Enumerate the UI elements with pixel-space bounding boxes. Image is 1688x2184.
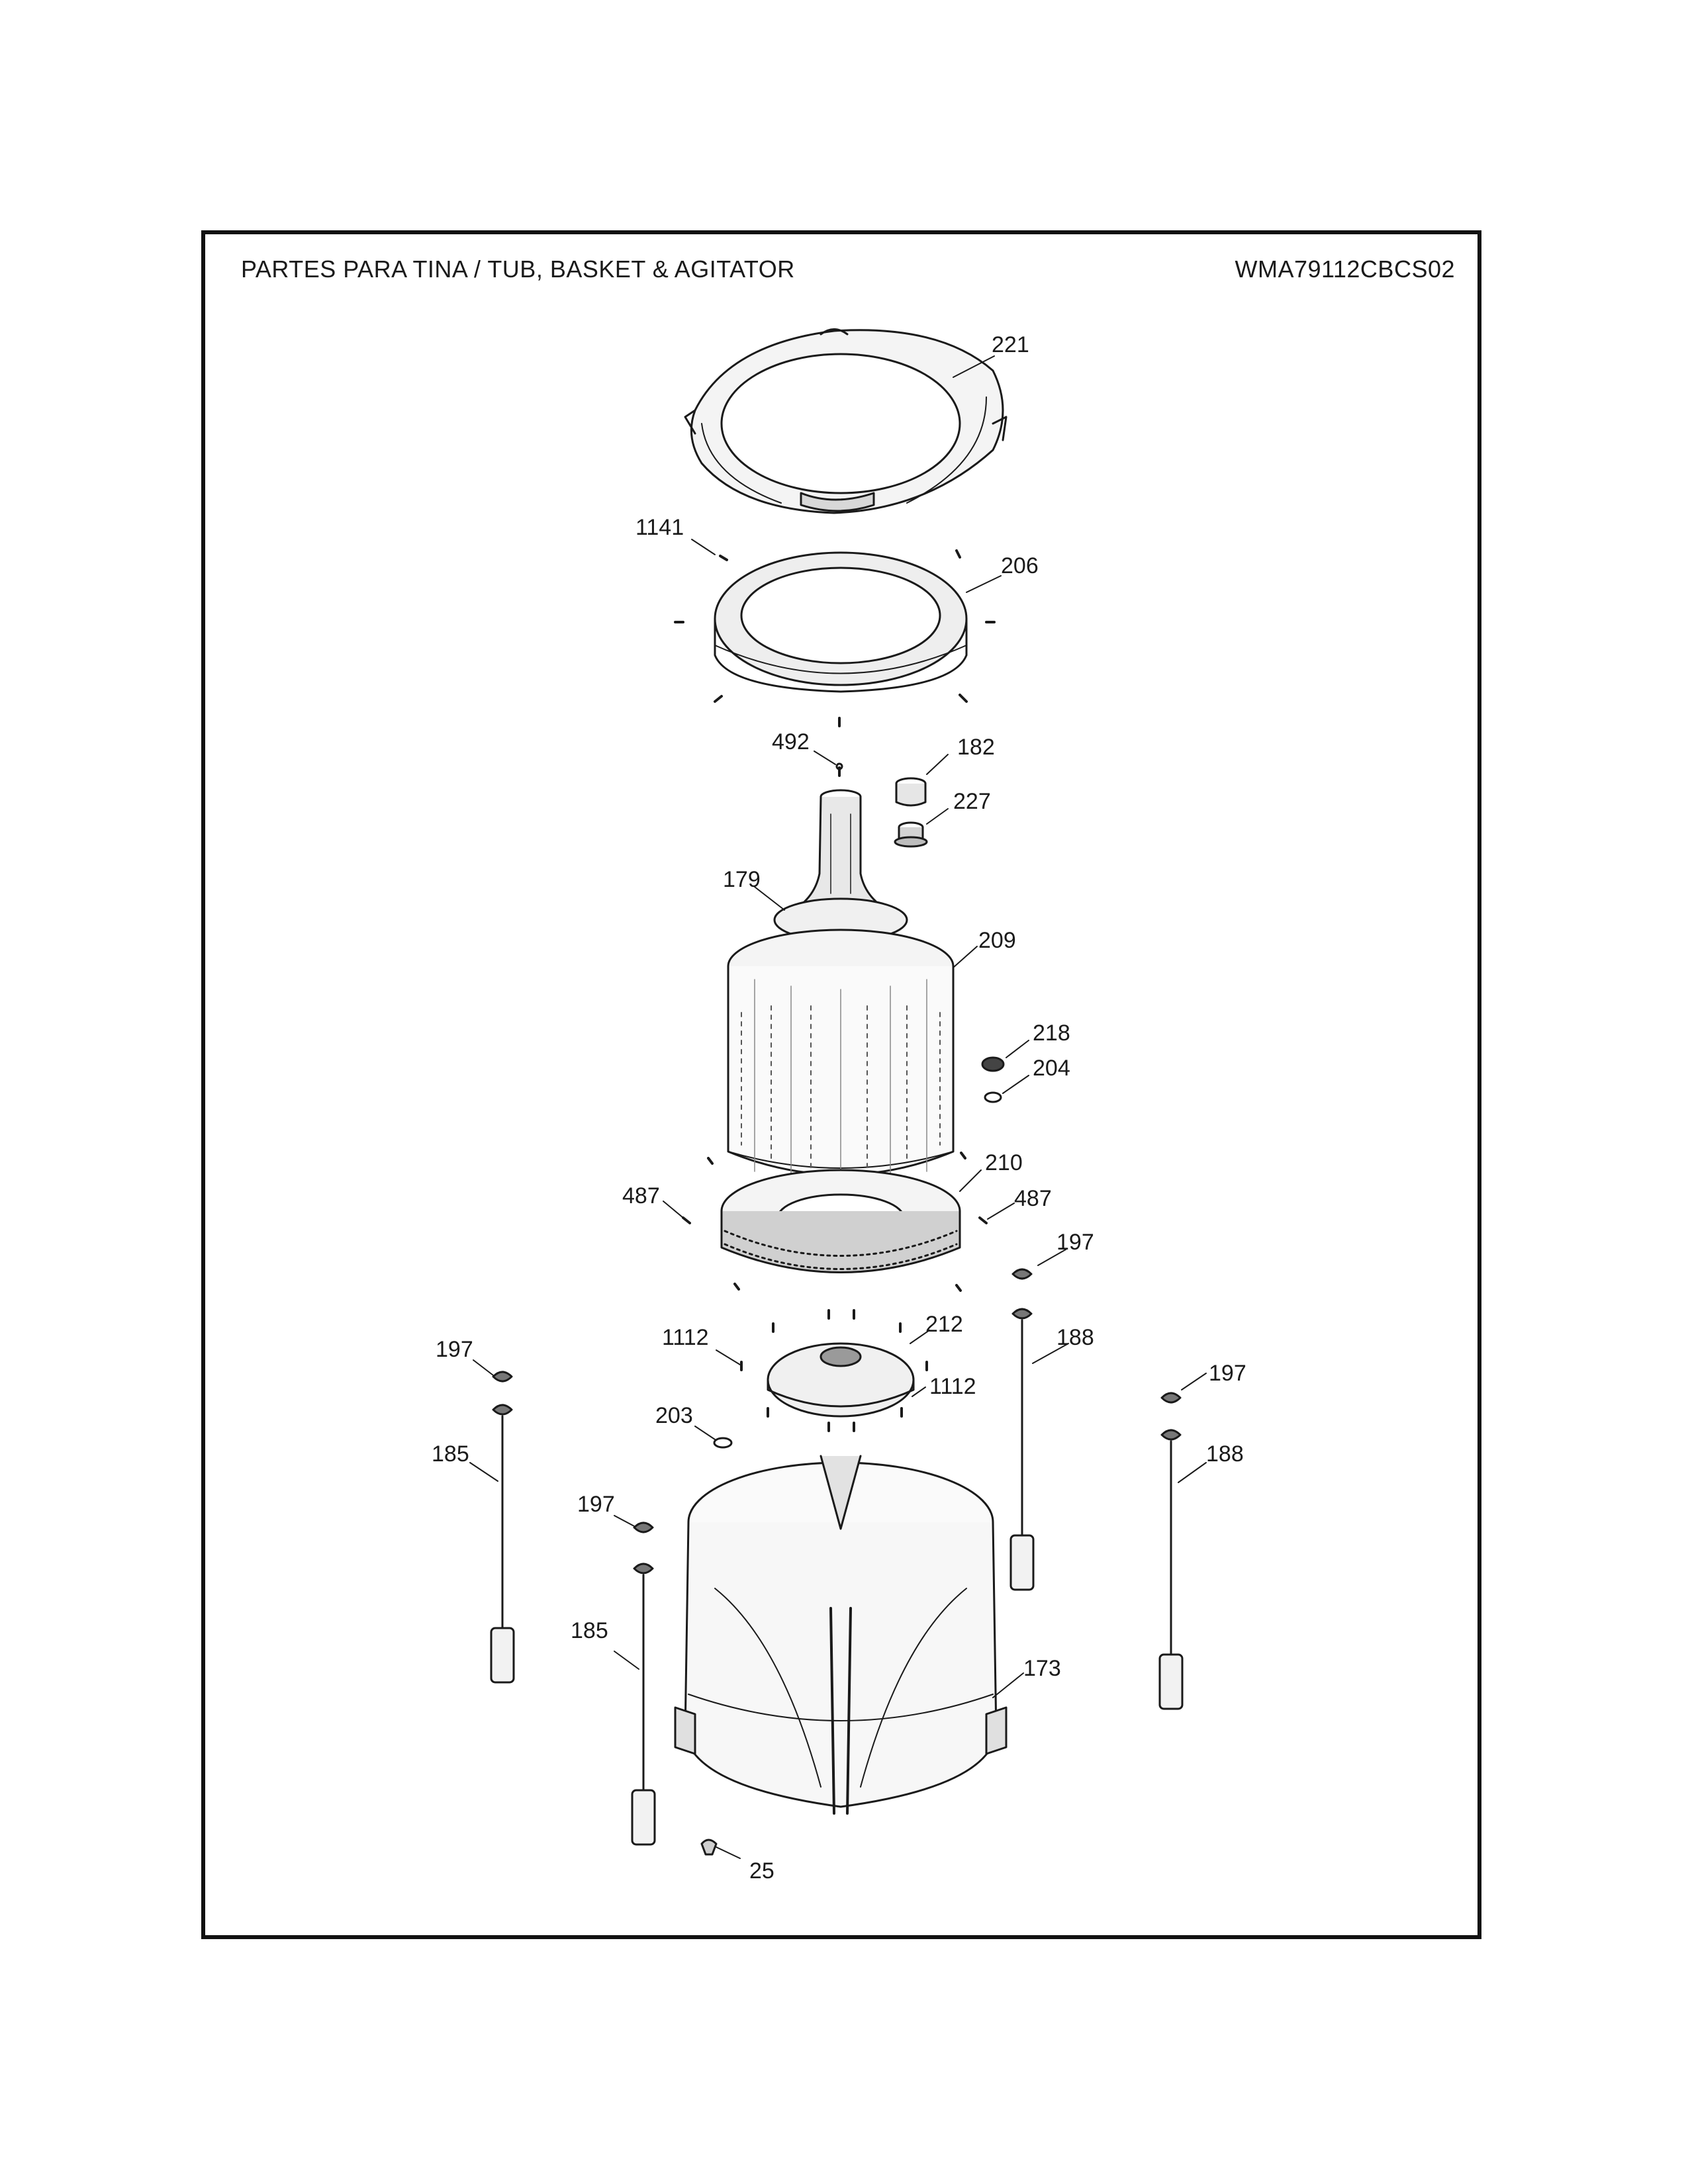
suspension-rod-188-right <box>1158 1392 1184 1710</box>
callout-197-center: 197 <box>1056 1230 1094 1255</box>
callout-227: 227 <box>953 789 991 814</box>
hub-212 <box>767 1342 915 1418</box>
callout-221: 221 <box>992 332 1029 357</box>
callout-197-right: 197 <box>1209 1361 1246 1386</box>
suspension-rod-185-left <box>490 1371 515 1684</box>
callout-25: 25 <box>749 1858 774 1884</box>
callout-185-left: 185 <box>432 1441 469 1467</box>
tub-cover-221 <box>684 328 1008 514</box>
callout-210: 210 <box>985 1150 1023 1175</box>
basket-base-210 <box>720 1169 961 1273</box>
callout-492: 492 <box>772 729 810 754</box>
suspension-rod-188-center <box>1009 1268 1035 1591</box>
callout-212: 212 <box>925 1312 963 1337</box>
seal-227 <box>894 821 928 848</box>
callout-179: 179 <box>723 867 761 892</box>
diagram-frame <box>201 230 1481 1939</box>
fitting-25 <box>700 1839 718 1856</box>
screw-492 <box>835 762 843 777</box>
callout-197-left: 197 <box>436 1337 473 1362</box>
model-number: WMA79112CBCS02 <box>1235 255 1455 283</box>
bushing-182 <box>895 777 927 807</box>
callout-204: 204 <box>1033 1056 1070 1081</box>
callout-labels: 221 1141 206 492 182 227 179 209 218 204… <box>432 332 1246 1884</box>
callout-1141: 1141 <box>635 515 684 540</box>
callout-209: 209 <box>978 928 1016 953</box>
callout-188-center: 188 <box>1056 1325 1094 1350</box>
callout-185-center: 185 <box>571 1618 608 1643</box>
callout-1112-left: 1112 <box>662 1325 709 1350</box>
callout-182: 182 <box>957 735 995 760</box>
agitator-179 <box>773 789 908 942</box>
callout-218: 218 <box>1033 1021 1070 1046</box>
balance-ring-206 <box>714 551 968 693</box>
washer-203 <box>713 1437 733 1449</box>
callout-206: 206 <box>1001 553 1039 578</box>
callout-487-left: 487 <box>622 1183 660 1208</box>
wash-basket-209 <box>727 929 955 1189</box>
callout-203: 203 <box>655 1403 693 1428</box>
callout-173: 173 <box>1023 1656 1061 1681</box>
callout-487-right: 487 <box>1014 1186 1052 1211</box>
leader-lines <box>469 355 1207 1859</box>
washer-204 <box>984 1091 1002 1103</box>
callout-197-lower: 197 <box>577 1492 615 1517</box>
screws-1141 <box>674 549 996 727</box>
callout-1112-right: 1112 <box>929 1374 976 1399</box>
suspension-rod-185-center <box>631 1522 656 1846</box>
callout-188-right: 188 <box>1206 1441 1244 1467</box>
nut-218 <box>981 1056 1005 1072</box>
screws-487 <box>682 1152 988 1292</box>
outer-tub-173 <box>674 1455 1008 1815</box>
screws-1112 <box>740 1309 928 1432</box>
diagram-title: PARTES PARA TINA / TUB, BASKET & AGITATO… <box>241 255 795 283</box>
